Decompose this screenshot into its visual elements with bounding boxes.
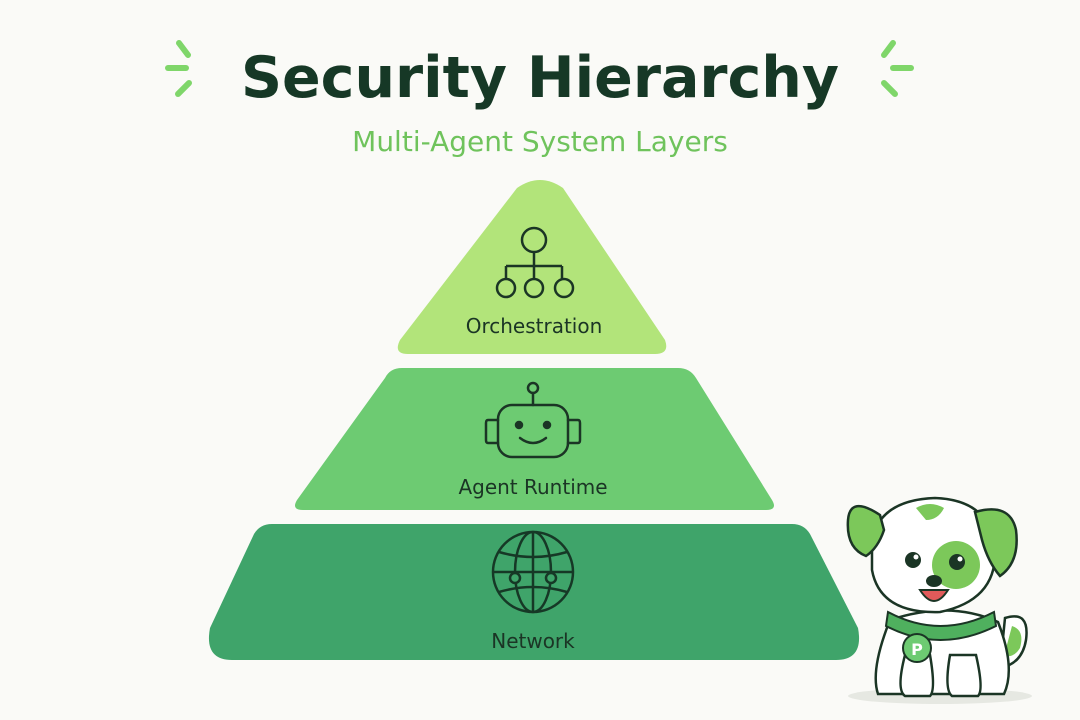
page-subtitle: Multi-Agent System Layers [352,125,728,158]
sparkle-left-icon [165,40,192,97]
layer-orchestration-label: Orchestration [466,314,603,338]
hierarchy-icon [495,226,575,299]
sparkle-right-icon [881,40,914,97]
mascot-tag-letter: P [911,640,923,659]
puppy-mascot-icon: P [846,496,1032,704]
layer-network-label: Network [491,629,575,653]
layer-agent-runtime-label: Agent Runtime [458,475,607,499]
robot-icon [484,381,582,459]
page-title: Security Hierarchy [240,45,840,111]
layer-agent-runtime: Agent Runtime [295,368,774,510]
layer-orchestration: Orchestration [397,180,667,354]
layer-agent-runtime-shape [295,368,774,510]
layer-network: Network [208,524,860,660]
globe-icon [491,530,575,614]
